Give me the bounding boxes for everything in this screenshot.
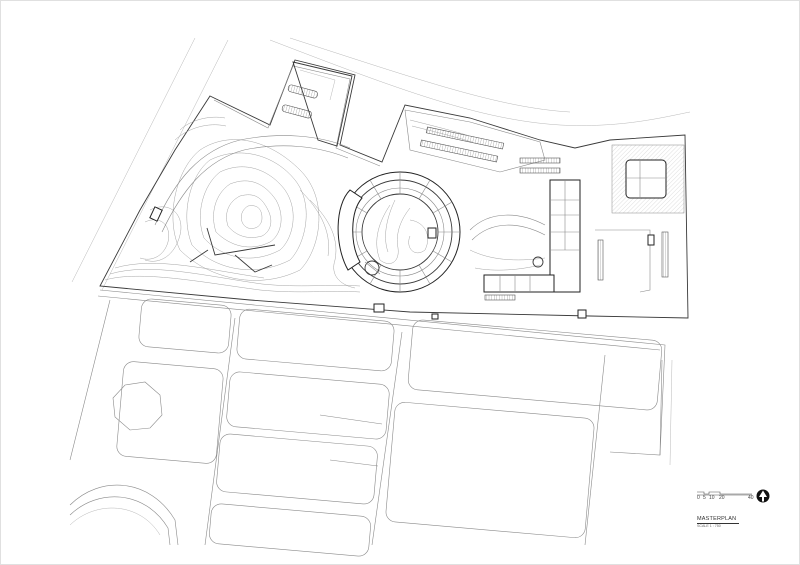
south-kiosks — [373, 303, 439, 320]
northwest-parking — [281, 61, 353, 147]
scale-tick-40: 40 — [748, 495, 754, 501]
west-gate-structure — [149, 206, 163, 222]
scale-tick-5: 5 — [703, 495, 706, 501]
scale-tick-10: 10 — [709, 495, 715, 501]
hill-paths — [189, 227, 276, 273]
north-arrow-icon — [756, 489, 770, 503]
western-road — [71, 37, 229, 291]
drawing-title: MASTERPLAN — [697, 516, 739, 524]
east-garden — [469, 214, 546, 271]
circular-building — [337, 171, 461, 293]
scale-bar — [697, 491, 752, 496]
drawing-legend: 0 5 10 20 40 MASTERPLAN SCALE 1 : 750 — [696, 486, 776, 530]
north-parking — [404, 109, 561, 174]
scale-bar-labels: 0 5 10 20 40 — [696, 495, 760, 503]
southern-road-grid — [69, 289, 673, 557]
northern-road — [269, 37, 691, 126]
northeast-annex — [611, 144, 685, 214]
internal-road — [154, 135, 351, 233]
east-parking — [577, 229, 669, 319]
site-boundary — [99, 59, 689, 319]
drawing-scale-text: SCALE 1 : 750 — [697, 524, 721, 528]
east-wing — [483, 179, 581, 301]
scale-tick-20: 20 — [719, 495, 725, 501]
scale-tick-0: 0 — [697, 495, 700, 501]
